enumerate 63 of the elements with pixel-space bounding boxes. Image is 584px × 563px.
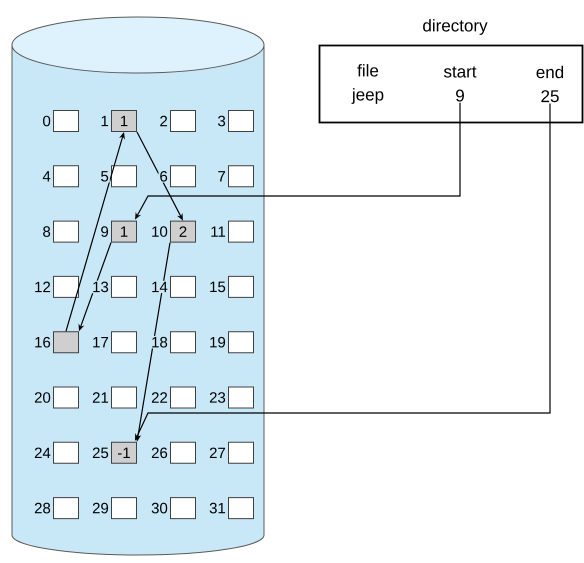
block-square <box>53 165 79 188</box>
block-number: 14 <box>150 280 169 294</box>
block-square <box>53 110 79 132</box>
block-square: 1 <box>111 220 137 243</box>
block-number: 11 <box>209 225 227 238</box>
block-number: 0 <box>41 114 52 128</box>
block-square <box>53 331 79 354</box>
block-number: 18 <box>150 336 169 349</box>
block-number: 7 <box>216 170 227 182</box>
block-square <box>53 497 79 520</box>
block-square <box>111 165 137 188</box>
block-number: 20 <box>33 391 52 404</box>
block-square <box>228 386 254 408</box>
block-square <box>228 331 254 354</box>
block-square <box>53 386 79 408</box>
block-number: 31 <box>208 502 227 514</box>
block-number: 17 <box>91 336 110 348</box>
block-number: 12 <box>33 280 52 294</box>
block-square: 1 <box>111 110 137 132</box>
block-square <box>228 165 254 188</box>
block-square <box>228 276 254 298</box>
block-number: 10 <box>150 225 169 238</box>
block-square <box>53 276 79 298</box>
block-number: 21 <box>91 391 110 404</box>
block-number: 13 <box>91 280 110 294</box>
block-number: 23 <box>208 391 227 404</box>
block-number: 27 <box>208 446 227 460</box>
block-number: 15 <box>208 280 227 294</box>
block-square <box>170 442 196 464</box>
block-square: -1 <box>111 442 137 464</box>
block-square <box>111 331 137 354</box>
block-square <box>53 220 79 243</box>
block-number: 24 <box>33 446 52 460</box>
block-square <box>170 497 196 520</box>
block-number: 5 <box>99 170 110 183</box>
table-column: end 25 <box>536 66 564 102</box>
block-number: 28 <box>33 502 52 514</box>
block-square <box>111 386 137 408</box>
block-square <box>170 165 196 188</box>
block-number: 30 <box>150 502 169 514</box>
block-number: 3 <box>216 114 227 128</box>
block-number: 16 <box>33 336 52 349</box>
table-column: file jeep <box>352 64 384 104</box>
block-number: 22 <box>150 391 169 404</box>
heading: directory <box>423 19 488 35</box>
block-square <box>53 442 79 464</box>
table-column: start 9 <box>444 66 476 102</box>
block-number: 29 <box>91 502 110 514</box>
block-square <box>111 276 137 298</box>
block-square <box>228 497 254 520</box>
block-number: 19 <box>208 336 227 349</box>
block-square: 2 <box>170 220 196 243</box>
block-number: 25 <box>91 446 110 460</box>
block-square <box>170 276 196 298</box>
block-number: 26 <box>150 446 169 460</box>
block-square <box>170 110 196 132</box>
block-square <box>111 497 137 520</box>
block-square <box>228 220 254 243</box>
block-square <box>228 110 254 132</box>
block-square <box>170 331 196 354</box>
block-number: 4 <box>41 170 52 182</box>
block-square <box>170 386 196 408</box>
block-square <box>228 442 254 464</box>
